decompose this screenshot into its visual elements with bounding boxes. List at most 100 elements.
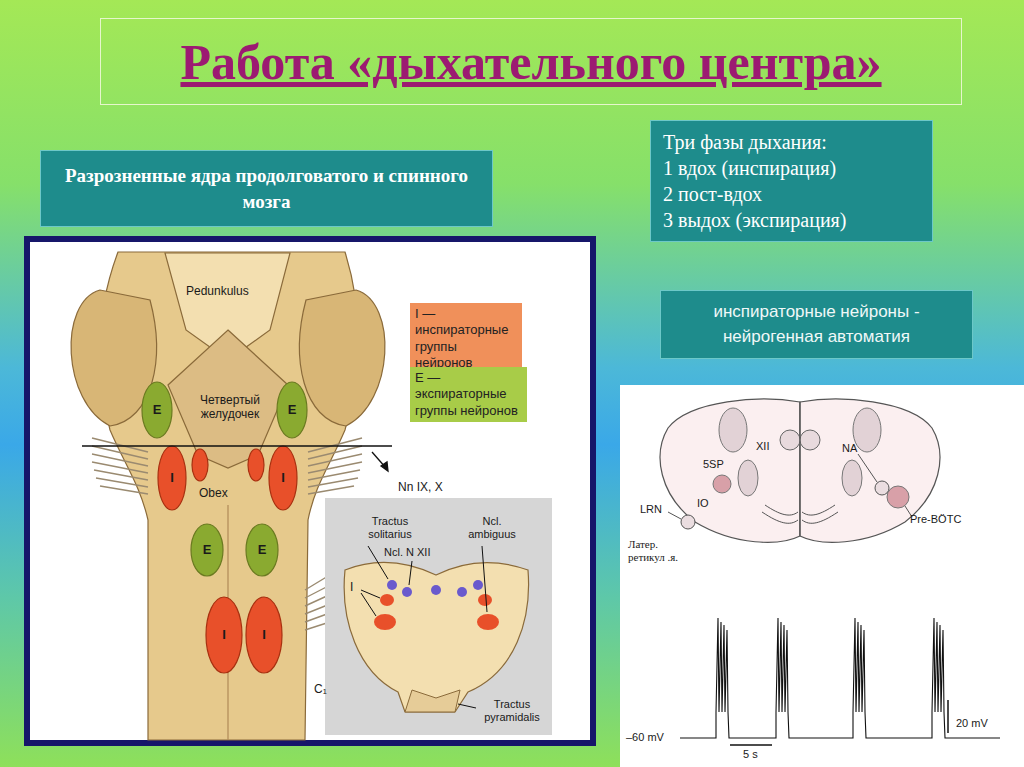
medulla-cross-section-part-part: [457, 587, 467, 597]
brainstem-drawing-part-part: [92, 446, 148, 459]
brainstem-drawing-part: [168, 330, 288, 468]
group-letter: I: [214, 627, 234, 643]
pre-botzinger-panel-part-part: [858, 454, 877, 482]
pre-botzinger-panel-part: [668, 402, 912, 536]
note-label: Латер. ретикул .я.: [628, 538, 692, 564]
pre-botzinger-panel: [620, 385, 1024, 767]
section-plane-line: [82, 446, 392, 471]
nucleus-label: 5SP: [703, 458, 724, 471]
medulla-cross-section-part: [344, 562, 528, 712]
pre-botzinger-panel-part: [730, 744, 772, 746]
pre-botzinger-panel-part: [719, 408, 747, 452]
pre-botzinger-panel-part: [738, 460, 758, 496]
pre-botzinger-panel-part: [842, 460, 862, 496]
part-label: Ncl. ambiguus: [460, 515, 524, 541]
pre-botzinger-panel-part-part: [800, 402, 801, 536]
text-panel: Три фазы дыхания:1 вдох (инспирация)2 по…: [650, 120, 933, 242]
brainstem-drawing-part: [158, 446, 297, 673]
pre-botzinger-panel-part: [947, 700, 949, 733]
group-letter: I: [350, 580, 353, 594]
brainstem-drawing-part-part: [308, 438, 362, 452]
pre-botzinger-panel-part-part: [802, 512, 838, 523]
brainstem-drawing-part: [300, 290, 385, 426]
brainstem-drawing-part-part: [269, 446, 297, 510]
medulla-cross-section-part: [325, 498, 552, 735]
medulla-cross-section-part-part: [380, 594, 394, 606]
medulla-cross-section-part-part: [458, 704, 476, 708]
pre-botzinger-panel-part-part: [802, 505, 835, 515]
legend-swatch: I — инспираторные группы нейронов: [410, 303, 522, 374]
pre-botzinger-panel-part: [680, 618, 1000, 738]
group-letter: I: [273, 470, 293, 486]
medulla-cross-section-part: [405, 690, 460, 712]
title-frame: Работа «дыхательного центра»: [100, 18, 962, 105]
brainstem-drawing-part-part: [96, 478, 148, 487]
part-label: Obex: [199, 486, 228, 500]
medulla-cross-section: [325, 498, 552, 735]
brainstem-drawing-part-part: [92, 438, 148, 452]
group-letter: E: [197, 542, 217, 558]
brainstem-drawing-part-part: [206, 597, 242, 673]
panel-text: 3 выдох (экспирация): [663, 207, 920, 233]
brainstem-drawing-part-part: [100, 486, 148, 494]
brainstem-drawing-part-part: [277, 382, 307, 438]
part-label: Tractus solitarius: [355, 515, 425, 541]
part-label: Pedunkulus: [186, 284, 249, 298]
panel-text: 2 пост-вдох: [663, 181, 920, 207]
brainstem-drawing-part-part: [246, 524, 278, 576]
panel-text: Три фазы дыхания:: [663, 129, 920, 155]
group-letter: I: [254, 627, 274, 643]
pre-botzinger-panel-part: [681, 515, 695, 529]
section-plane-line-part: [381, 462, 388, 471]
pre-botzinger-panel-part-part: [762, 512, 798, 523]
medulla-cross-section-part-part: [361, 593, 376, 616]
section-plane-line-part: [82, 445, 392, 446]
brainstem-drawing-part-part: [158, 446, 186, 510]
scale-label: 5 s: [743, 748, 758, 761]
slide-title: Работа «дыхательного центра»: [180, 33, 881, 91]
medulla-cross-section-part-part: [409, 561, 412, 585]
medulla-cross-section-part-part: [402, 587, 412, 597]
pre-botzinger-panel-part: [887, 486, 909, 508]
legend-text: I — инспираторные группы нейронов: [415, 306, 517, 371]
medulla-cross-section-part-part: [478, 594, 492, 606]
medulla-cross-section-part: [374, 594, 499, 630]
medulla-cross-section-part-part: [482, 546, 487, 612]
text-panel: инспираторные нейроны - нейрогенная авто…: [660, 290, 973, 359]
group-letter: E: [282, 402, 302, 418]
medulla-cross-section-part: [387, 580, 483, 597]
scale-label: –60 mV: [626, 731, 664, 744]
pre-botzinger-panel-part: [800, 430, 820, 450]
medulla-cross-section-part: [361, 546, 487, 708]
brainstem-drawing-part: [142, 382, 307, 576]
nerve-label: Nn IX, X: [398, 480, 443, 494]
group-letter: I: [162, 470, 182, 486]
text-panel: Разрозненные ядра продолговатого и спинн…: [40, 150, 493, 227]
brainstem-drawing-part-part: [191, 524, 223, 576]
pre-botzinger-panel-part-part: [668, 512, 681, 519]
medulla-cross-section-part-part: [473, 580, 483, 590]
brainstem-frame: [27, 239, 593, 743]
scale-label: 20 mV: [956, 717, 988, 730]
brainstem-drawing-part-part: [142, 382, 172, 438]
brainstem-drawing-part-part: [308, 486, 354, 494]
nucleus-label: Pre-BÖTC: [910, 513, 961, 526]
panel-text: Разрозненные ядра продолговатого и спинн…: [55, 163, 478, 214]
medulla-cross-section-part-part: [477, 614, 499, 630]
pre-botzinger-panel-part: [620, 385, 1024, 767]
pre-botzinger-panel-part: [780, 430, 800, 450]
medulla-cross-section-part-part: [431, 585, 441, 595]
nucleus-label: XII: [756, 440, 769, 453]
pre-botzinger-panel-part-part: [765, 505, 798, 515]
nucleus-label: LRN: [640, 503, 662, 516]
legend-swatch: E — экспираторные группы нейронов: [410, 367, 527, 422]
pre-botzinger-panel-part: [713, 475, 731, 493]
medulla-cross-section-part-part: [374, 614, 396, 630]
legend-text: E — экспираторные группы нейронов: [415, 370, 522, 419]
segment-label: C₁: [314, 682, 327, 696]
part-label: Ncl. N XII: [384, 546, 430, 559]
brainstem-drawing-part-part: [308, 446, 362, 459]
brainstem-drawing-part-part: [192, 449, 208, 481]
group-letter: E: [147, 402, 167, 418]
